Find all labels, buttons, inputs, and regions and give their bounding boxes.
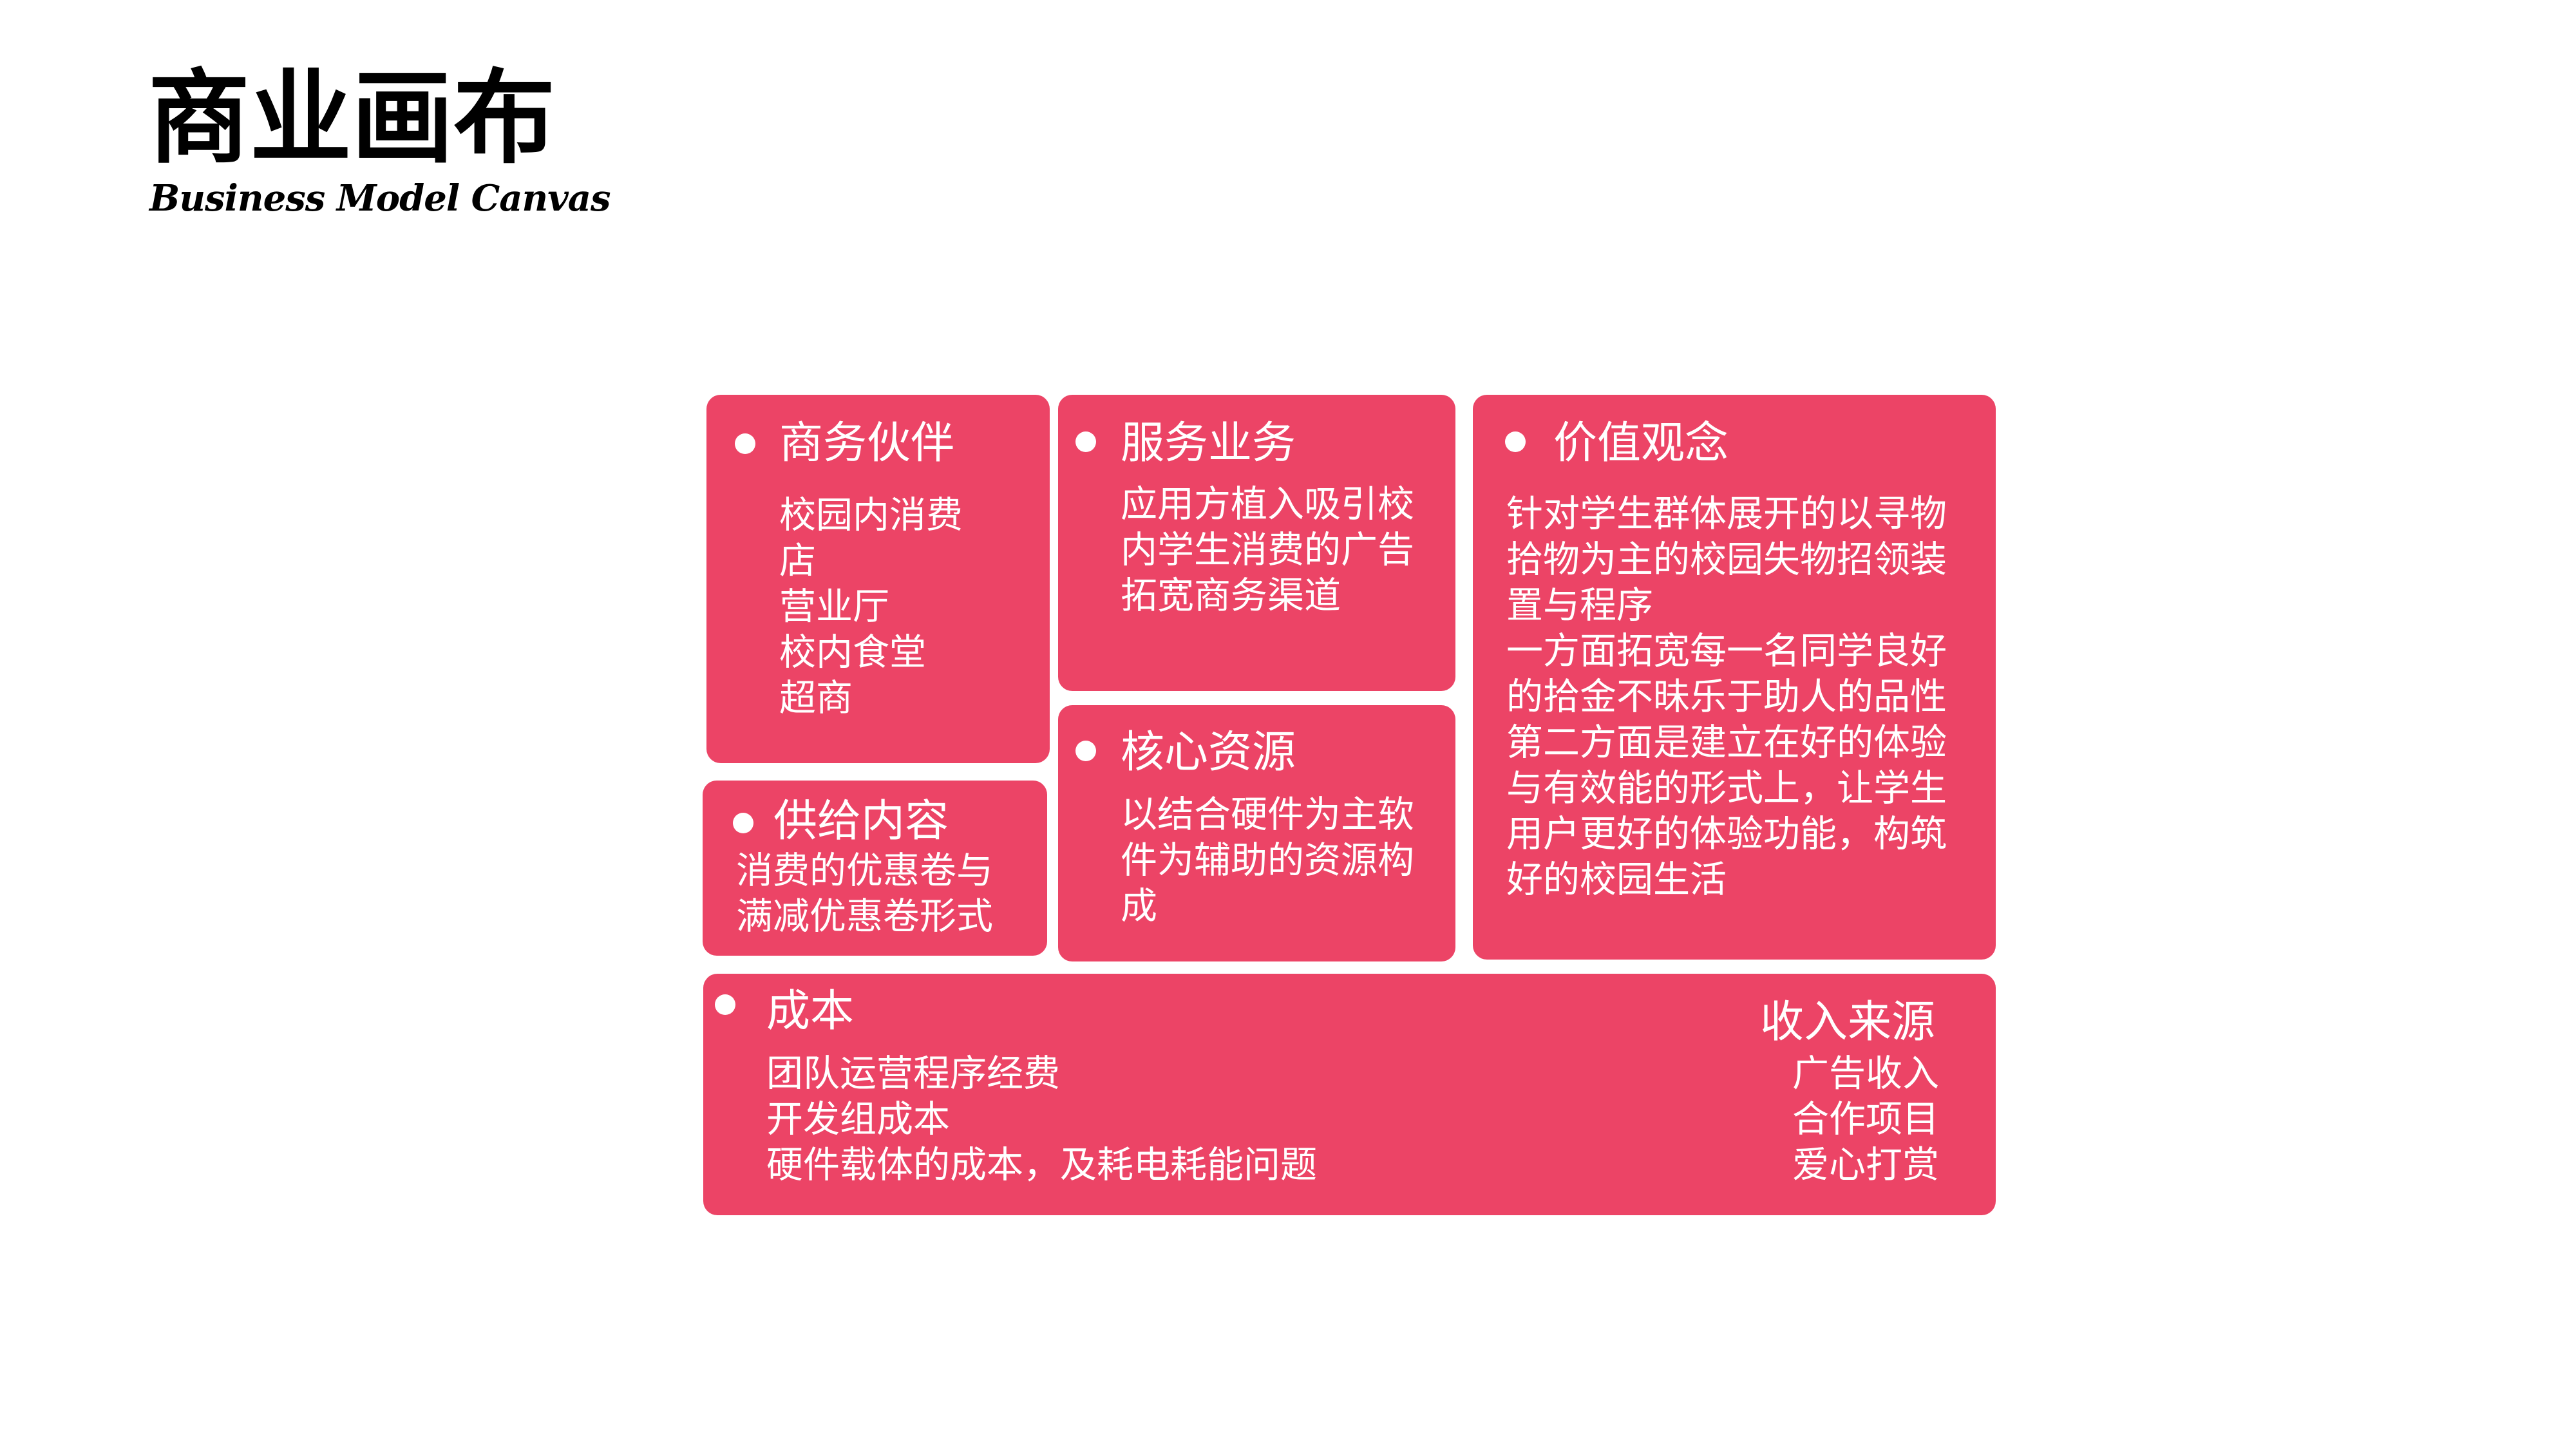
cost-line: 开发组成本 — [766, 1098, 950, 1141]
cost-body: 团队运营程序经费 开发组成本 硬件载体的成本，及耗电耗能问题 — [766, 1051, 1317, 1188]
services-title: 服务业务 — [1121, 418, 1296, 469]
revenue-line: 广告收入 — [1792, 1052, 1939, 1095]
values-line: 拾物为主的校园失物招领装 — [1506, 538, 1947, 581]
partners-line: 校内食堂 — [779, 631, 926, 674]
resources-title: 核心资源 — [1121, 727, 1296, 778]
revenue-line: 爱心打赏 — [1792, 1144, 1939, 1186]
partners-body: 校园内消费 店 营业厅 校内食堂 超商 — [779, 493, 963, 721]
values-line: 用户更好的体验功能，构筑 — [1506, 813, 1947, 855]
values-card: 价值观念 针对学生群体展开的以寻物 拾物为主的校园失物招领装 置与程序 一方面拓… — [1473, 395, 1996, 960]
resources-card: 核心资源 以结合硬件为主软 件为辅助的资源构 成 — [1058, 705, 1455, 961]
bullet-dot-icon — [733, 813, 753, 833]
supply-line: 满减优惠卷形式 — [736, 895, 993, 938]
resources-line: 以结合硬件为主软 — [1121, 793, 1414, 836]
partners-line: 店 — [779, 540, 816, 582]
values-line: 好的校园生活 — [1506, 858, 1727, 901]
cost-revenue-card: 成本 团队运营程序经费 开发组成本 硬件载体的成本，及耗电耗能问题 收入来源 广… — [703, 974, 1996, 1215]
bullet-dot-icon — [715, 994, 735, 1015]
supply-card: 供给内容 消费的优惠卷与 满减优惠卷形式 — [703, 781, 1047, 956]
services-body: 应用方植入吸引校 内学生消费的广告 拓宽商务渠道 — [1121, 482, 1414, 619]
supply-title: 供给内容 — [773, 796, 949, 847]
partners-card: 商务伙伴 校园内消费 店 营业厅 校内食堂 超商 — [706, 395, 1050, 763]
services-line: 应用方植入吸引校 — [1121, 483, 1414, 526]
partners-line: 营业厅 — [779, 585, 889, 628]
resources-body: 以结合硬件为主软 件为辅助的资源构 成 — [1121, 792, 1414, 929]
values-line: 的拾金不昧乐于助人的品性 — [1506, 676, 1947, 718]
services-line: 内学生消费的广告 — [1121, 529, 1414, 571]
values-line: 针对学生群体展开的以寻物 — [1506, 493, 1947, 535]
resources-line: 件为辅助的资源构 — [1121, 839, 1414, 882]
values-title: 价值观念 — [1553, 418, 1729, 469]
partners-line: 校园内消费 — [779, 494, 963, 536]
resources-line: 成 — [1121, 885, 1157, 927]
values-line: 置与程序 — [1506, 584, 1653, 627]
revenue-line: 合作项目 — [1792, 1098, 1939, 1141]
cost-title: 成本 — [766, 986, 855, 1037]
values-body: 针对学生群体展开的以寻物 拾物为主的校园失物招领装 置与程序 一方面拓宽每一名同… — [1506, 491, 1947, 903]
values-line: 一方面拓宽每一名同学良好 — [1506, 630, 1947, 672]
values-line: 第二方面是建立在好的体验 — [1506, 721, 1947, 764]
partners-line: 超商 — [779, 677, 853, 719]
bullet-dot-icon — [1075, 741, 1096, 761]
services-line: 拓宽商务渠道 — [1121, 574, 1341, 617]
bullet-dot-icon — [1505, 431, 1526, 452]
bullet-dot-icon — [735, 433, 755, 454]
cost-line: 团队运营程序经费 — [766, 1052, 1060, 1095]
supply-body: 消费的优惠卷与 满减优惠卷形式 — [736, 848, 993, 940]
values-line: 与有效能的形式上，让学生 — [1506, 767, 1947, 810]
page-title: 商业画布 — [148, 59, 555, 178]
supply-line: 消费的优惠卷与 — [736, 849, 993, 892]
cost-line: 硬件载体的成本，及耗电耗能问题 — [766, 1144, 1317, 1186]
page-subtitle: Business Model Canvas — [149, 177, 611, 220]
revenue-title: 收入来源 — [1760, 997, 1936, 1048]
services-card: 服务业务 应用方植入吸引校 内学生消费的广告 拓宽商务渠道 — [1058, 395, 1455, 691]
partners-title: 商务伙伴 — [779, 418, 955, 469]
bullet-dot-icon — [1075, 431, 1096, 452]
revenue-body: 广告收入 合作项目 爱心打赏 — [1792, 1051, 1939, 1188]
